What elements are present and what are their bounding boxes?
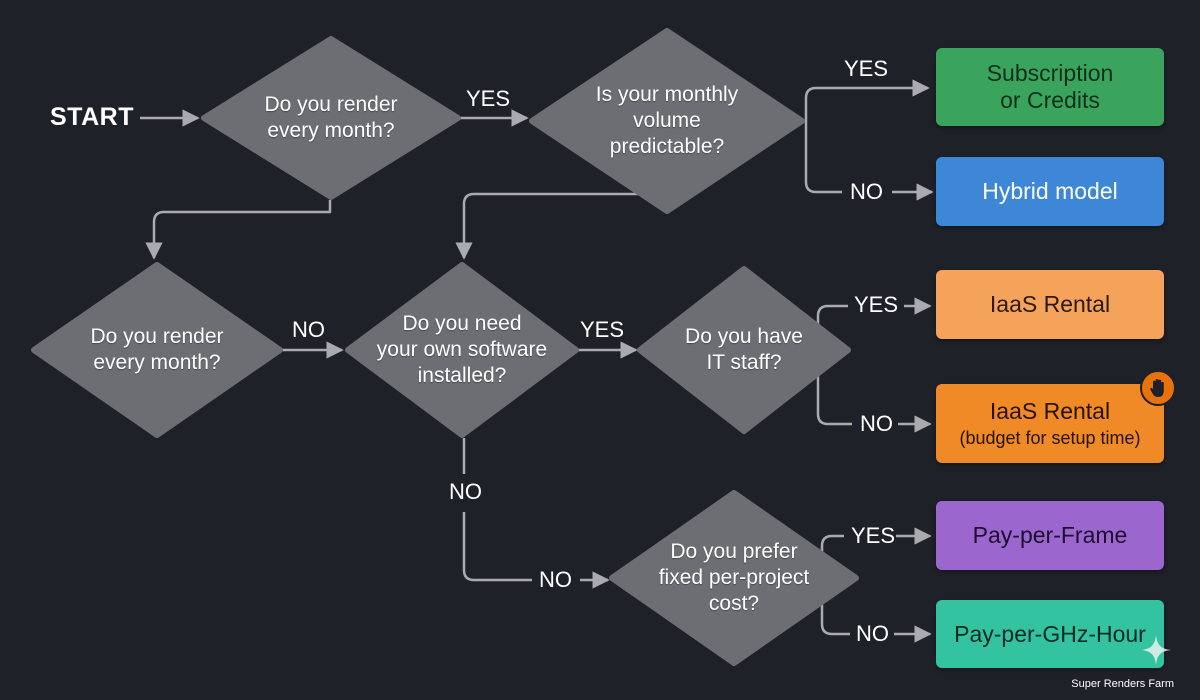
outcome-iaas-rental: IaaS Rental <box>936 270 1164 339</box>
outcome-title: Subscription or Credits <box>986 60 1114 113</box>
edge-d4-no-down2 <box>462 512 532 582</box>
diamond-shape <box>345 262 579 438</box>
outcome-title: Hybrid model <box>982 178 1118 204</box>
outcome-title: Pay-per-Frame <box>972 522 1128 548</box>
edge-label-no: NO <box>850 179 883 204</box>
decision-text: Do you prefer fixed per-project cost? <box>658 540 810 615</box>
diamond-shape <box>637 266 851 434</box>
decision-text: Do you need your own software installed? <box>376 312 548 387</box>
decision-fixed-cost: Do you prefer fixed per-project cost? <box>608 490 860 666</box>
outcome-subscription: Subscription or Credits <box>936 48 1164 126</box>
decision-own-software: Do you need your own software installed? <box>344 262 580 438</box>
diamond-shape <box>201 36 461 200</box>
edge-label-yes: YES <box>466 86 511 111</box>
edge-d2-down-to-d4 <box>455 192 640 260</box>
edge-label-yes: YES <box>580 317 625 342</box>
start-label: START <box>50 103 134 131</box>
edge-d1-down-to-d3 <box>145 200 332 260</box>
outcome-iaas-rental-setup: IaaS Rental (budget for setup time) <box>936 384 1164 463</box>
edge-d6-yes-to-ppf <box>820 534 844 560</box>
outcome-pay-per-ghz-hour: Pay-per-GHz-Hour <box>936 600 1164 668</box>
edge-label-yes: YES <box>844 56 889 81</box>
edge-d2-yes-to-subscription <box>804 79 930 120</box>
watermark: Super Renders Farm <box>1071 678 1174 690</box>
decision-text: Is your monthly volume predictable? <box>595 83 739 158</box>
edge-d6-no-to-ghz <box>820 600 850 636</box>
outcome-title: IaaS Rental <box>989 398 1111 424</box>
edge-label-no: NO <box>292 317 325 342</box>
edge-label-yes: YES <box>854 292 899 317</box>
decision-volume-predictable: Is your monthly volume predictable? <box>528 28 806 214</box>
outcome-title: Pay-per-GHz-Hour <box>954 620 1146 647</box>
edge-label-no: NO <box>860 411 893 436</box>
diamond-shape <box>31 262 283 438</box>
hand-stop-icon <box>1140 370 1176 406</box>
hand-stop-glyph <box>1150 379 1164 397</box>
edge-label-no: NO <box>449 479 482 504</box>
outcome-subtitle: (budget for setup time) <box>959 428 1141 448</box>
edge-label-no: NO <box>539 567 572 592</box>
outcome-pay-per-frame: Pay-per-Frame <box>936 501 1164 570</box>
edge-d2-no-to-hybrid <box>804 120 842 194</box>
edge-label-no: NO <box>856 621 889 646</box>
outcome-hybrid: Hybrid model <box>936 157 1164 226</box>
edge-d5-no-to-iaas2 <box>816 350 852 426</box>
edge-label-yes: YES <box>851 523 896 548</box>
decision-render-monthly: Do you render every month? <box>200 36 462 200</box>
diamond-shape <box>609 490 859 666</box>
diamond-shape <box>529 28 805 214</box>
edge-d5-yes-to-iaas <box>816 304 848 350</box>
decision-text: Do you have IT staff? <box>685 325 803 374</box>
outcome-title: IaaS Rental <box>989 291 1111 317</box>
decision-it-staff: Do you have IT staff? <box>636 266 852 434</box>
sparkle-icon <box>1141 635 1171 665</box>
decision-render-monthly-2: Do you render every month? <box>30 262 284 438</box>
decision-text: Do you render every month? <box>264 93 398 142</box>
decision-text: Do you render every month? <box>90 325 224 374</box>
